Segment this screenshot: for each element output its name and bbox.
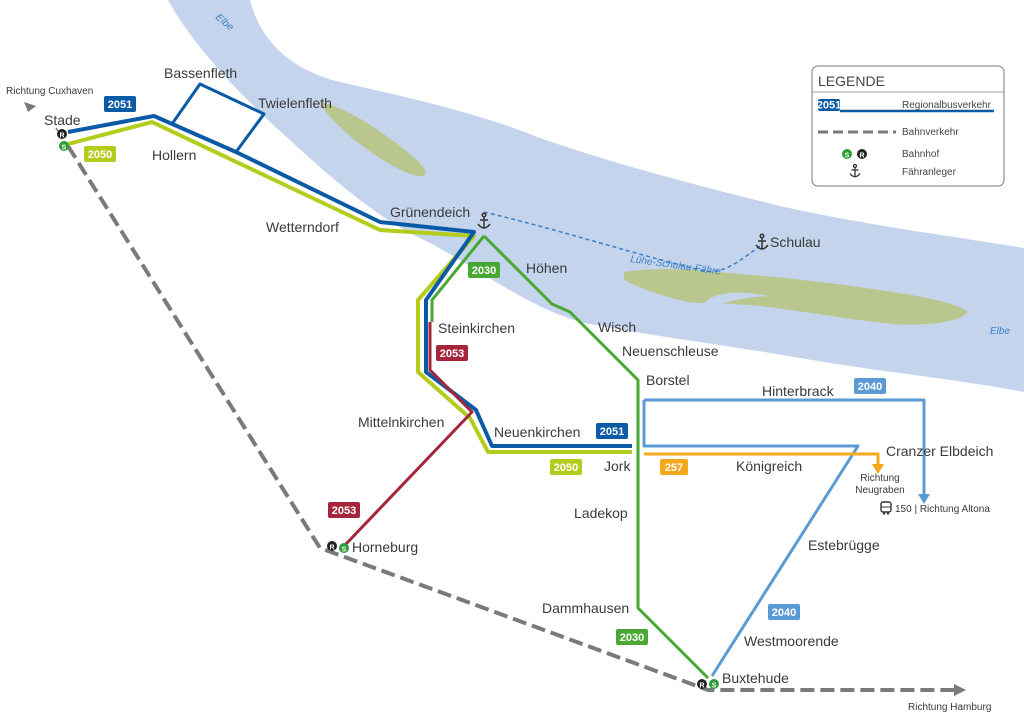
badge-2030-hoehen: 2030 — [468, 262, 500, 278]
legend-ferry-label: Fähranleger — [902, 167, 957, 178]
svg-text:2050: 2050 — [554, 462, 578, 474]
place-richtung-hamburg: Richtung Hamburg — [908, 702, 991, 713]
legend-title: LEGENDE — [818, 73, 885, 89]
svg-text:2053: 2053 — [332, 505, 356, 517]
island-lower-inlet — [705, 292, 768, 310]
place-hinterbrack: Hinterbrack — [762, 383, 835, 399]
place-wetterndorf: Wetterndorf — [266, 219, 339, 235]
route-2040-loop — [642, 400, 860, 677]
legend: LEGENDE 2051 Regionalbusverkehr Bahnverk… — [811, 65, 1005, 187]
route-2040-arrow — [918, 494, 930, 504]
rail-arrow-hamburg — [954, 684, 966, 696]
svg-text:S: S — [712, 683, 717, 690]
svg-text:R: R — [859, 153, 864, 160]
route-257 — [644, 452, 880, 466]
place-mittelnkirchen: Mittelnkirchen — [358, 414, 444, 430]
rail-line-cuxhaven — [66, 144, 956, 692]
route-2051 — [67, 114, 632, 448]
legend-bus-label: Regionalbusverkehr — [902, 100, 992, 111]
badge-2030-dammhausen: 2030 — [616, 629, 648, 645]
svg-text:2030: 2030 — [620, 632, 644, 644]
anchor-icon-gruenendeich — [477, 212, 491, 229]
place-dammhausen: Dammhausen — [542, 600, 629, 616]
svg-text:2051: 2051 — [817, 100, 841, 112]
place-steinkirchen: Steinkirchen — [438, 320, 515, 336]
bus-icon — [880, 501, 892, 515]
station-buxtehude: R S — [697, 679, 719, 690]
place-neuenkirchen: Neuenkirchen — [494, 424, 580, 440]
svg-text:2040: 2040 — [858, 381, 882, 393]
route-257-arrow — [872, 464, 884, 474]
place-borstel: Borstel — [646, 372, 690, 388]
place-gruenendeich: Grünendeich — [390, 204, 470, 220]
svg-text:S: S — [62, 145, 67, 152]
place-buxtehude: Buxtehude — [722, 670, 789, 686]
place-ladekop: Ladekop — [574, 505, 628, 521]
badge-2050-stade: 2050 — [84, 146, 116, 162]
place-cranzer-elbdeich: Cranzer Elbdeich — [886, 443, 993, 459]
island-lower — [624, 268, 968, 325]
route-2030 — [482, 234, 710, 680]
place-richtung-altona: 150 | Richtung Altona — [895, 504, 990, 515]
legend-station-label: Bahnhof — [902, 149, 939, 160]
island-upper — [321, 102, 426, 177]
route-2053 — [344, 322, 474, 546]
badge-2040-hinterbrack: 2040 — [854, 378, 886, 394]
svg-text:R: R — [699, 683, 704, 690]
place-horneburg: Horneburg — [352, 539, 418, 555]
badge-2051-stade: 2051 — [104, 96, 136, 112]
route-2050 — [67, 120, 632, 454]
place-schulau: Schulau — [770, 234, 821, 250]
badge-2053-horneburg: 2053 — [328, 502, 360, 518]
place-estebruegge: Estebrügge — [808, 537, 880, 553]
place-westmoorende: Westmoorende — [744, 633, 839, 649]
anchor-icon-schulau — [755, 233, 769, 250]
place-hoehen: Höhen — [526, 260, 567, 276]
svg-text:S: S — [845, 153, 850, 160]
legend-rail-label: Bahnverkehr — [902, 127, 959, 138]
legend-anchor-icon — [849, 163, 861, 178]
badge-2050-jork: 2050 — [550, 459, 582, 475]
svg-text:2030: 2030 — [472, 265, 496, 277]
svg-text:257: 257 — [665, 462, 683, 474]
route-2051-loop — [170, 82, 266, 153]
route-2030-branch — [430, 235, 486, 322]
place-jork: Jork — [604, 458, 631, 474]
badge-2051-neuenkirchen: 2051 — [596, 423, 628, 439]
route-2040 — [644, 398, 926, 494]
place-twielenfleth: Twielenfleth — [258, 95, 332, 111]
svg-text:2051: 2051 — [108, 99, 132, 111]
ferry-route — [483, 211, 761, 273]
place-richtung-neugraben-1: Richtung — [860, 473, 899, 484]
elbe-label-lower: Elbe — [990, 326, 1010, 337]
svg-text:2050: 2050 — [88, 149, 112, 161]
badge-2040-westmoorende: 2040 — [768, 604, 800, 620]
rail-arrow-cuxhaven — [24, 102, 36, 112]
place-richtung-neugraben-2: Neugraben — [855, 485, 904, 496]
station-horneburg: R S — [327, 541, 349, 554]
place-wisch: Wisch — [598, 319, 636, 335]
svg-text:2040: 2040 — [772, 607, 796, 619]
svg-text:2051: 2051 — [600, 426, 624, 438]
place-richtung-cuxhaven: Richtung Cuxhaven — [6, 86, 93, 97]
badge-2053-steinkirchen: 2053 — [436, 345, 468, 361]
place-stade: Stade — [44, 112, 81, 128]
svg-text:S: S — [342, 547, 347, 554]
place-koenigreich: Königreich — [736, 458, 802, 474]
badge-257: 257 — [660, 459, 688, 475]
place-neuenschleuse: Neuenschleuse — [622, 343, 719, 359]
svg-text:R: R — [59, 133, 64, 140]
station-stade: R S — [57, 129, 69, 152]
place-bassenfleth: Bassenfleth — [164, 65, 237, 81]
place-hollern: Hollern — [152, 147, 196, 163]
svg-text:2053: 2053 — [440, 348, 464, 360]
svg-text:R: R — [329, 545, 334, 552]
elbe-river — [168, 0, 1024, 392]
